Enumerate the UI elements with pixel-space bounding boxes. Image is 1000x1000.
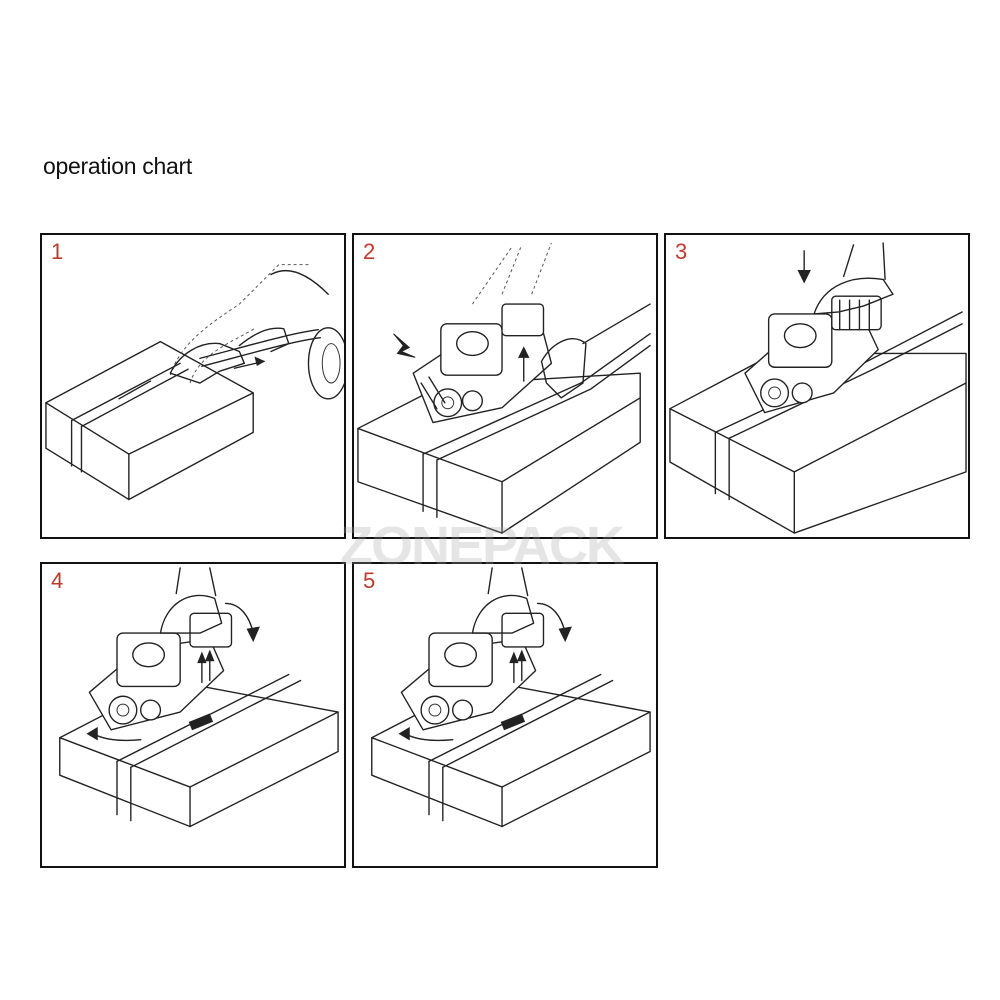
step-number: 3 — [675, 239, 688, 264]
step-number: 1 — [51, 239, 64, 264]
step-panel-4: 4 — [40, 562, 346, 868]
step-number: 2 — [363, 239, 376, 264]
step-number: 5 — [363, 568, 376, 593]
watermark: ZONEPACK — [340, 516, 625, 576]
page-title: operation chart — [43, 153, 192, 179]
step-panel-1: 1 — [40, 233, 346, 539]
step-panel-5: 5 — [352, 562, 658, 868]
step-4-illustration — [59, 567, 339, 828]
step-panel-3: 3 — [664, 233, 970, 539]
step-1-illustration — [45, 264, 344, 501]
step-panel-2: 2 — [352, 233, 658, 539]
step-5-illustration — [371, 567, 651, 828]
step-number: 4 — [51, 568, 64, 593]
step-2-illustration — [357, 242, 651, 534]
step-3-illustration — [669, 242, 967, 534]
